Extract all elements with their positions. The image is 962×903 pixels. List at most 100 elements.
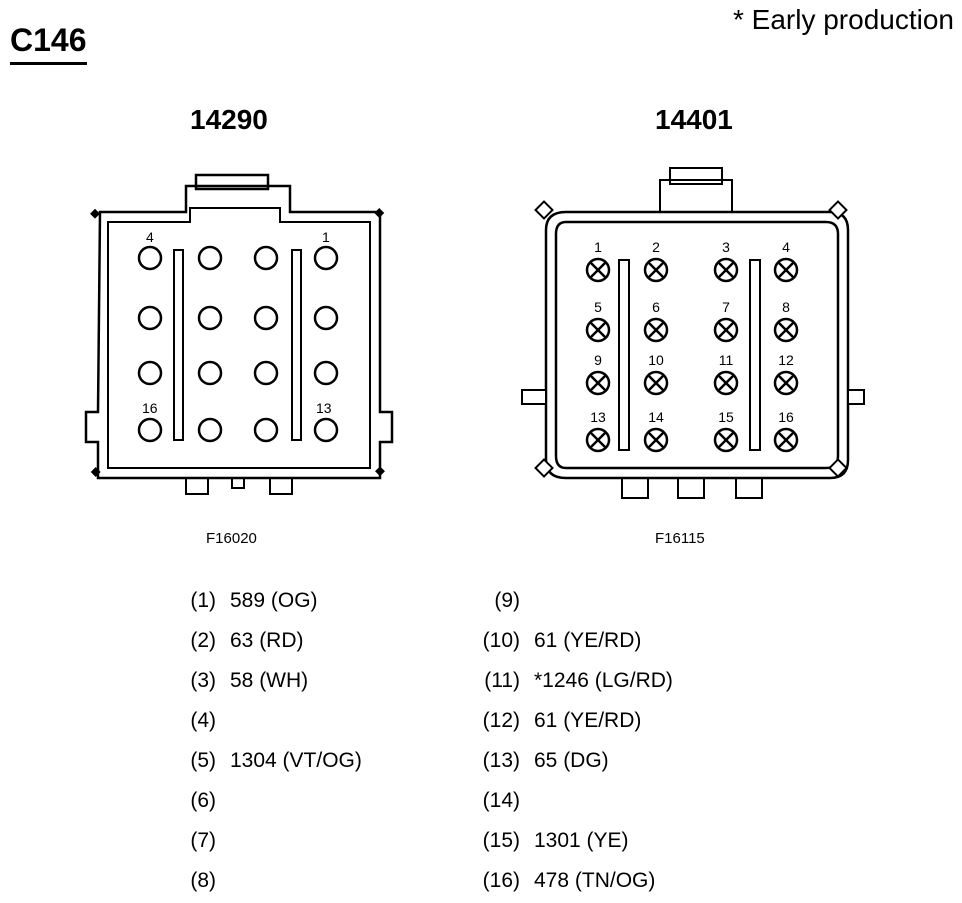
pinout-row: (7)	[168, 827, 230, 855]
right-pin-label-5: 5	[594, 299, 602, 315]
right-pin-label-1: 1	[594, 239, 602, 255]
circuit-value: 61 (YE/RD)	[534, 629, 642, 652]
right-pin-1	[585, 257, 611, 283]
left-connector-pin-labels: 4 1 16 13	[142, 229, 332, 416]
right-pin-label-13: 13	[590, 409, 606, 425]
left-pin-label-13: 13	[316, 400, 332, 416]
pin-number: (5)	[190, 749, 216, 772]
pin-number: (7)	[190, 829, 216, 852]
right-pin-13	[585, 427, 611, 453]
pin-number: (16)	[482, 869, 520, 892]
right-pin-label-7: 7	[722, 299, 730, 315]
pinout-row: (5) 1304 (VT/OG)	[168, 747, 362, 775]
right-pin-label-10: 10	[648, 352, 664, 368]
right-pin-16	[773, 427, 799, 453]
left-connector-outline	[84, 173, 394, 480]
pinout-row: (6)	[168, 787, 230, 815]
pinout-row: (1) 589 (OG)	[168, 587, 318, 615]
right-connector-corner-nubs	[534, 200, 848, 478]
right-pin-12	[773, 370, 799, 396]
pin-number: (9)	[494, 589, 520, 612]
right-connector-pins	[585, 257, 799, 453]
right-pin-label-12: 12	[778, 352, 794, 368]
circuit-value: 61 (YE/RD)	[534, 709, 642, 732]
pinout-row: (11) *1246 (LG/RD)	[472, 667, 673, 695]
right-pin-10	[643, 370, 669, 396]
pinout-row: (13) 65 (DG)	[472, 747, 609, 775]
left-connector-inner	[107, 207, 371, 469]
right-connector-dividers	[618, 259, 761, 451]
left-connector-corner-nubs	[90, 208, 385, 477]
right-pin-4	[773, 257, 799, 283]
pin-number: (4)	[190, 709, 216, 732]
right-pin-label-14: 14	[648, 409, 664, 425]
right-pin-6	[643, 317, 669, 343]
left-connector-dividers	[173, 249, 302, 441]
right-pin-label-3: 3	[722, 239, 730, 255]
circuit-value: 65 (DG)	[534, 749, 609, 772]
pinout-row: (12) 61 (YE/RD)	[472, 707, 642, 735]
pinout-row: (2) 63 (RD)	[168, 627, 304, 655]
pinout-row: (14)	[472, 787, 534, 815]
pin-number: (11)	[484, 669, 520, 692]
circuit-value: 58 (WH)	[230, 669, 309, 692]
pin-number: (8)	[190, 869, 216, 892]
right-pin-3	[713, 257, 739, 283]
left-figure-id: F16020	[206, 530, 257, 547]
early-production-note: * Early production	[732, 4, 954, 35]
circuit-value: 1301 (YE)	[534, 829, 629, 852]
pin-number: (1)	[190, 589, 216, 612]
right-pin-8	[773, 317, 799, 343]
circuit-value: *1246 (LG/RD)	[534, 669, 673, 692]
pin-number: (10)	[482, 629, 520, 652]
right-pin-label-4: 4	[782, 239, 790, 255]
right-connector-latch	[659, 167, 733, 213]
right-pin-label-15: 15	[718, 409, 734, 425]
right-connector-outline	[544, 210, 850, 480]
pinout-row: (16) 478 (TN/OG)	[472, 867, 656, 895]
pin-number: (15)	[482, 829, 520, 852]
right-pin-9	[585, 370, 611, 396]
pin-number: (6)	[190, 789, 216, 812]
right-part-number: 14401	[655, 104, 733, 135]
circuit-value: 63 (RD)	[230, 629, 304, 652]
right-pin-label-8: 8	[782, 299, 790, 315]
left-part-number: 14290	[190, 104, 268, 135]
right-pin-15	[713, 427, 739, 453]
right-pin-label-2: 2	[652, 239, 660, 255]
right-pin-5	[585, 317, 611, 343]
pinout-row: (9)	[472, 587, 534, 615]
pin-number: (13)	[482, 749, 520, 772]
right-pin-11	[713, 370, 739, 396]
circuit-value: 1304 (VT/OG)	[230, 749, 362, 772]
right-pin-2	[643, 257, 669, 283]
right-connector-side-tabs	[521, 389, 865, 405]
right-pin-label-6: 6	[652, 299, 660, 315]
pinout-row: (8)	[168, 867, 230, 895]
pinout-row: (4)	[168, 707, 230, 735]
right-pin-label-16: 16	[778, 409, 794, 425]
right-connector-bottom-tabs	[621, 477, 763, 499]
left-connector-pins	[137, 245, 339, 443]
left-connector-bottom-tabs	[185, 477, 293, 495]
right-pin-label-11: 11	[719, 352, 734, 368]
right-pin-14	[643, 427, 669, 453]
circuit-value: 478 (TN/OG)	[534, 869, 656, 892]
right-pin-7	[713, 317, 739, 343]
left-pin-label-1: 1	[322, 229, 330, 245]
connector-title: C146	[10, 22, 87, 65]
pinout-row: (10) 61 (YE/RD)	[472, 627, 642, 655]
pin-number: (2)	[190, 629, 216, 652]
left-pin-label-16: 16	[142, 400, 158, 416]
pin-number: (3)	[190, 669, 216, 692]
pin-number: (14)	[482, 789, 520, 812]
circuit-value: 589 (OG)	[230, 589, 318, 612]
pinout-row: (15) 1301 (YE)	[472, 827, 629, 855]
right-figure-id: F16115	[655, 530, 705, 547]
pin-number: (12)	[482, 709, 520, 732]
left-pin-label-4: 4	[146, 229, 154, 245]
pinout-row: (3) 58 (WH)	[168, 667, 308, 695]
right-pin-label-9: 9	[594, 352, 602, 368]
